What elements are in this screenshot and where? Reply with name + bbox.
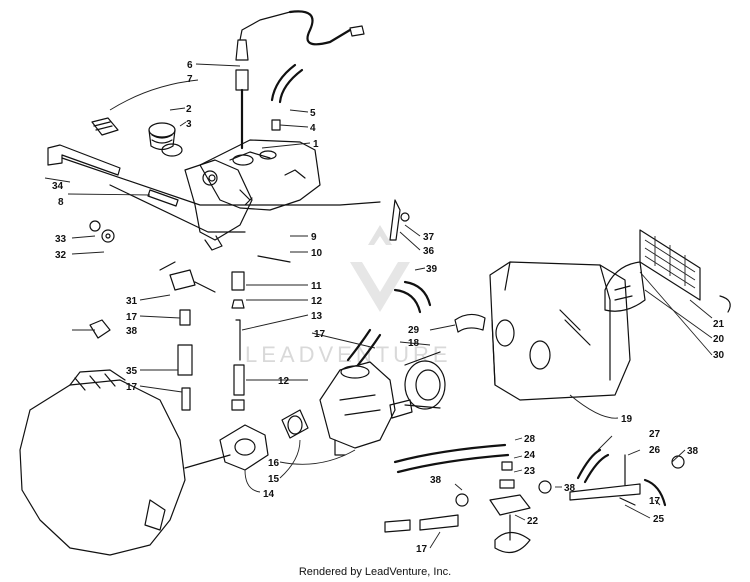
callout-28: 28 <box>524 434 536 445</box>
callout-37: 37 <box>423 232 435 243</box>
callout-23: 23 <box>524 466 536 477</box>
tank-cap <box>148 122 183 157</box>
leadventure-watermark: LEADVENTURE <box>245 225 452 367</box>
intake-screen <box>604 229 731 313</box>
callout-26: 26 <box>649 445 661 456</box>
oil-level-sensor <box>235 10 365 150</box>
callout-5: 5 <box>310 108 316 119</box>
vent-hoses-middle <box>346 280 486 367</box>
leader-lines <box>44 63 713 549</box>
fasteners-left <box>89 199 410 263</box>
intake-adapter <box>404 351 446 410</box>
callout-33: 33 <box>55 234 67 245</box>
oil-lines-assembly <box>89 261 245 411</box>
callout-3: 3 <box>186 119 192 130</box>
callout-17-left-upper: 17 <box>126 312 138 323</box>
callout-4: 4 <box>310 123 316 134</box>
callout-9: 9 <box>311 232 317 243</box>
vent-hose <box>270 63 304 131</box>
callout-11: 11 <box>311 281 322 292</box>
callout-6: 6 <box>187 60 193 71</box>
callout-18: 18 <box>408 338 420 349</box>
callout-39: 39 <box>426 264 438 275</box>
callout-17-left-lower: 17 <box>126 382 138 393</box>
callout-17-middle: 17 <box>314 329 326 340</box>
callout-27: 27 <box>649 429 661 440</box>
callout-34: 34 <box>52 181 64 192</box>
callout-16: 16 <box>268 458 280 469</box>
callout-31: 31 <box>126 296 138 307</box>
oil-tank <box>199 139 321 211</box>
callout-32: 32 <box>55 250 67 261</box>
callout-38-middle: 38 <box>430 475 442 486</box>
engine-block <box>19 369 231 556</box>
callout-22: 22 <box>527 516 539 527</box>
callout-17-bottom: 17 <box>416 544 428 555</box>
callout-36: 36 <box>423 246 435 257</box>
lower-right-lines <box>384 443 685 554</box>
callout-20: 20 <box>713 334 725 345</box>
callout-25: 25 <box>653 514 665 525</box>
callout-10: 10 <box>311 248 323 259</box>
callout-14: 14 <box>263 489 275 500</box>
callout-13: 13 <box>311 311 323 322</box>
callout-38-right: 38 <box>687 446 699 457</box>
callout-17-right: 17 <box>649 496 661 507</box>
callout-38-center: 38 <box>564 483 576 494</box>
air-silencer <box>489 261 631 401</box>
render-credit: Rendered by LeadVenture, Inc. <box>298 566 452 578</box>
throttle-bracket-assembly <box>47 117 381 251</box>
callout-30: 30 <box>713 350 725 361</box>
callout-1: 1 <box>313 139 319 150</box>
watermark-text: LEADVENTURE <box>245 342 452 367</box>
callout-21: 21 <box>713 319 725 330</box>
callout-12-upper: 12 <box>311 296 323 307</box>
callout-numbers: 1 2 3 4 5 6 7 8 9 10 11 12 13 12 14 15 1… <box>52 60 725 555</box>
callout-38-left: 38 <box>126 326 138 337</box>
callout-29: 29 <box>408 325 420 336</box>
callout-24: 24 <box>524 450 536 461</box>
carburetor-assembly <box>219 361 413 471</box>
callout-35: 35 <box>126 366 138 377</box>
callout-2: 2 <box>186 104 192 115</box>
callout-7: 7 <box>187 74 193 85</box>
callout-12-lower: 12 <box>278 376 290 387</box>
callout-8: 8 <box>58 197 64 208</box>
callout-15: 15 <box>268 474 280 485</box>
callout-19: 19 <box>621 414 633 425</box>
